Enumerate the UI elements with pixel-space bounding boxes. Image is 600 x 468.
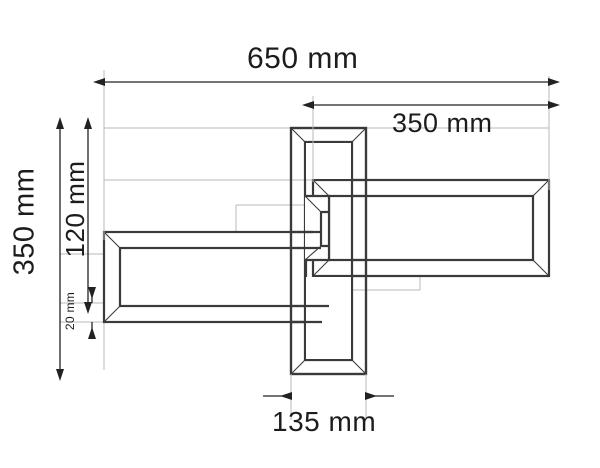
dimension-label-overall-height: 350 mm bbox=[8, 167, 41, 276]
left-horizontal-bar bbox=[102, 230, 324, 324]
dimension-label-right-bar-width: 350 mm bbox=[392, 108, 493, 138]
dimension-350mm-horizontal bbox=[302, 100, 560, 182]
dimension-label-overall-width: 650 mm bbox=[247, 42, 359, 75]
dimension-650mm bbox=[93, 76, 560, 240]
dimension-135mm bbox=[263, 374, 394, 402]
dimension-label-vertical-bar-width: 135 mm bbox=[272, 406, 377, 437]
dimension-label-bar-thickness: 20 mm bbox=[63, 291, 77, 331]
overlap-edges bbox=[291, 178, 366, 324]
bar-intersection-detail bbox=[291, 194, 331, 324]
dimension-label-inner-height: 120 mm bbox=[60, 160, 90, 258]
